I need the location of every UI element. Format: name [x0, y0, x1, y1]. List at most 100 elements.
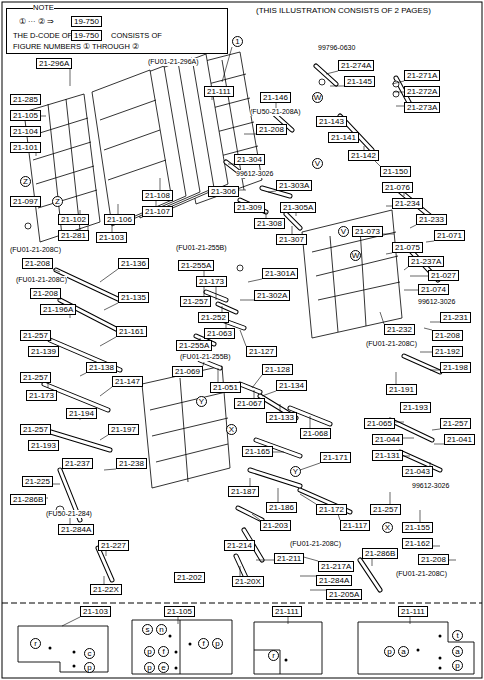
- part-number: 21-257: [23, 425, 48, 434]
- part-number: 21-208: [259, 125, 284, 134]
- callout-box: 21-238: [116, 458, 147, 469]
- leader-line: [296, 213, 297, 216]
- part-note: (FU01-21-208C): [396, 570, 447, 578]
- part-number: 21-051: [213, 383, 238, 392]
- callout-box: 21-155: [402, 522, 433, 533]
- part-number: 21-187: [231, 487, 256, 496]
- callout-box: 21-145: [344, 76, 375, 87]
- circled-letter: Z: [52, 196, 63, 207]
- part-number: 21-208: [33, 289, 58, 298]
- leader-line: [100, 435, 108, 440]
- callout-box: 21-106: [104, 214, 135, 225]
- callout-box: 21-303A: [276, 180, 312, 191]
- part-number: 21-105: [167, 607, 192, 616]
- part-number: V: [313, 159, 322, 168]
- callout-box: 21-043: [402, 466, 433, 477]
- part-number: 21-138: [89, 363, 114, 372]
- leader-line: [292, 226, 293, 234]
- part-number: c: [85, 649, 94, 658]
- leader-line: [160, 178, 161, 190]
- leader-line: [53, 269, 60, 272]
- leader-line: [240, 566, 241, 576]
- part-number: 21-202: [177, 573, 202, 582]
- circled-letter: V: [312, 158, 323, 169]
- note-text: THE D-CODE OF: [13, 31, 72, 40]
- part-number: 21-146: [263, 93, 288, 102]
- part-note: 99612-3026: [236, 170, 273, 178]
- circled-letter: p: [384, 646, 395, 657]
- circled-letter: X: [382, 522, 393, 533]
- part-number: 21-257: [373, 505, 398, 514]
- leader-line: [404, 290, 418, 291]
- part-number: 21-103: [99, 233, 124, 242]
- part-number: 21-141: [331, 133, 356, 142]
- callout-box: 21-197: [108, 424, 139, 435]
- callout-box: 21-141: [328, 132, 359, 143]
- circled-letter: p: [84, 662, 95, 673]
- callout-box: 21-143: [316, 116, 347, 127]
- callout-box: 21-255A: [176, 340, 212, 351]
- leader-line: [80, 373, 86, 376]
- leader-line: [218, 368, 219, 382]
- leader-line: [410, 276, 428, 277]
- callout-box: 21-203: [260, 520, 291, 531]
- part-number: 21-20X: [235, 577, 261, 586]
- callout-box: 21-186: [266, 502, 297, 513]
- part-number: p: [385, 647, 394, 656]
- circled-letter: Z: [20, 176, 31, 187]
- leader-line: [404, 193, 405, 196]
- callout-box: 21-173: [26, 390, 57, 401]
- leader-line: [53, 484, 60, 485]
- callout-box: 21-193: [400, 402, 431, 413]
- frame: [2, 603, 482, 604]
- callout-box: 21-234: [392, 198, 423, 209]
- callout-box: 21-309: [234, 202, 265, 213]
- panel-dots: [73, 665, 76, 668]
- lower-valve-body: [150, 378, 228, 482]
- part-number: 1: [233, 37, 242, 46]
- callout-box: 21-162: [402, 538, 433, 549]
- part-note: (THIS ILLUSTRATION CONSISTS OF 2 PAGES): [256, 7, 431, 16]
- panel-dots: [73, 651, 76, 654]
- leader-line: [300, 576, 316, 577]
- part-number: 21-069: [175, 367, 200, 376]
- part-number: 21-211: [277, 554, 301, 563]
- part-number: s: [143, 625, 152, 634]
- callout-box: 21-161: [116, 326, 147, 337]
- callout-box: 21-068: [300, 428, 331, 439]
- leader-line: [396, 106, 404, 107]
- part-number: X: [383, 523, 392, 532]
- note-text: NOTE: [33, 3, 54, 12]
- callout-box: 21-232: [384, 324, 415, 335]
- callout-box: 21-271A: [404, 70, 440, 81]
- callout-box: 21-208: [256, 124, 287, 135]
- part-note: (FU01-21-208C): [366, 340, 417, 348]
- panel-dots: [175, 667, 178, 670]
- note-text: ① ··· ② ⇒: [19, 17, 54, 26]
- callout-box: 19-750: [71, 30, 102, 41]
- callout-box: 19-750: [71, 16, 102, 27]
- part-number: 21-274A: [341, 61, 371, 70]
- right-valve-body: [312, 228, 400, 332]
- callout-box: 21-205A: [326, 589, 362, 600]
- callout-box: 21-127: [246, 346, 277, 357]
- leader-line: [178, 617, 179, 624]
- callout-box: 21-041: [444, 434, 475, 445]
- callout-box: 21-307: [276, 234, 307, 245]
- part-number: 21-22X: [93, 585, 119, 594]
- part-number: 21-041: [447, 435, 472, 444]
- part-number: 19-750: [74, 17, 99, 26]
- part-number: 21-208: [25, 259, 50, 268]
- leader-line: [326, 71, 338, 74]
- callout-box: 21-301A: [262, 268, 298, 279]
- callout-box: 21-051: [210, 382, 241, 393]
- part-number: a: [399, 647, 408, 656]
- small-parts: [393, 81, 399, 87]
- callout-box: 21-306: [208, 186, 239, 197]
- part-number: r: [269, 651, 278, 660]
- part-number: 21-205A: [329, 590, 359, 599]
- leader-line: [70, 69, 71, 86]
- callout-box: 21-071: [434, 230, 465, 241]
- leader-line: [420, 352, 432, 353]
